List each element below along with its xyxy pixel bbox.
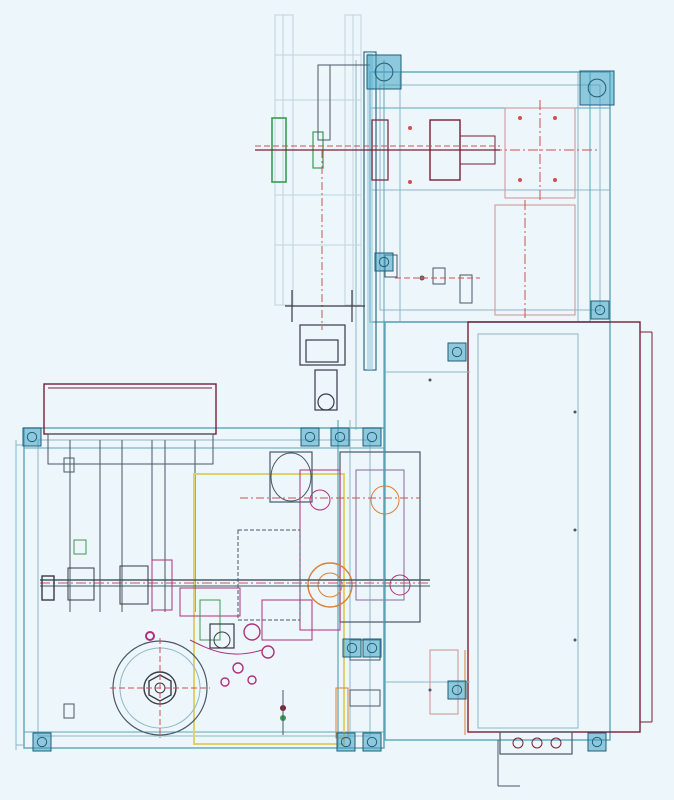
corner-block-5 xyxy=(447,680,467,700)
corner-block-10 xyxy=(342,638,362,658)
corner-bolt-11 xyxy=(366,642,378,654)
right-cabinet-outer xyxy=(384,321,611,741)
upper-motor xyxy=(408,100,600,320)
control-panel xyxy=(467,321,641,733)
corner-block-13 xyxy=(336,732,356,752)
corner-bolt-5 xyxy=(451,684,463,696)
sprocket-assembly-upper xyxy=(255,14,500,330)
corner-bolt-12 xyxy=(36,736,48,748)
corner-bolt-14 xyxy=(366,736,378,748)
hopper-top xyxy=(43,383,217,435)
corner-blocks xyxy=(22,54,615,752)
right-cabinet xyxy=(384,321,653,787)
corner-bolt-9 xyxy=(366,431,378,443)
corner-bolt-13 xyxy=(340,736,352,748)
corner-block-3 xyxy=(374,252,394,272)
corner-bolt-3 xyxy=(378,256,390,268)
corner-block-9 xyxy=(362,427,382,447)
sensor-brackets xyxy=(384,254,480,304)
upper-frame xyxy=(369,71,611,323)
corner-block-7 xyxy=(300,427,320,447)
corner-block-4 xyxy=(447,342,467,362)
upper-motor-flange xyxy=(494,204,576,316)
corner-bolt-1 xyxy=(587,78,607,98)
yellow-guard xyxy=(193,473,345,745)
corner-block-15 xyxy=(587,732,607,752)
corner-bolt-4 xyxy=(451,346,463,358)
corner-block-0 xyxy=(366,54,402,90)
corner-block-12 xyxy=(32,732,52,752)
corner-bolt-0 xyxy=(374,62,394,82)
corner-bolt-15 xyxy=(591,736,603,748)
corner-bolt-6 xyxy=(26,431,38,443)
drive-shaft xyxy=(40,559,430,641)
left-accessories xyxy=(15,440,87,750)
corner-block-14 xyxy=(362,732,382,752)
lower-left-frame xyxy=(23,383,385,749)
spool-mid xyxy=(285,290,365,411)
gearbox-center xyxy=(237,451,421,631)
corner-block-11 xyxy=(362,638,382,658)
corner-bolt-8 xyxy=(334,431,346,443)
corner-block-1 xyxy=(579,70,615,106)
corner-block-6 xyxy=(22,427,42,447)
corner-bolt-2 xyxy=(594,304,606,316)
corner-block-8 xyxy=(330,427,350,447)
connector-plate xyxy=(499,731,573,755)
corner-bolt-10 xyxy=(346,642,358,654)
upper-frame-inner xyxy=(379,84,601,311)
corner-block-2 xyxy=(590,300,610,320)
corner-bolt-7 xyxy=(304,431,316,443)
film-reel xyxy=(110,623,286,738)
upper-frame-outer xyxy=(369,71,611,323)
